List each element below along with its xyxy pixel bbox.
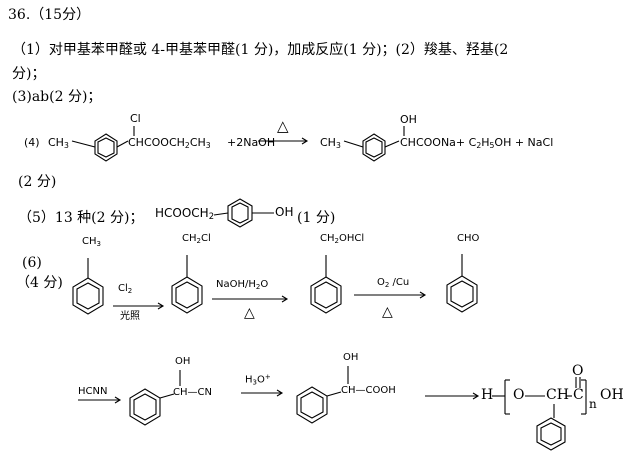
- mandelic-acid-ch-cooh: CH—COOH: [341, 385, 396, 396]
- arrow-polymerization-head: [472, 392, 480, 400]
- benzene-ring-benzaldehyde: [446, 275, 478, 313]
- arrow-oxidation-head: [419, 291, 427, 299]
- benzaldehyde-cho: CHO: [457, 233, 480, 244]
- bond-ch3-ring: [71, 140, 96, 148]
- part6-points: （4 分): [16, 275, 63, 291]
- benzene-ring-reactant: [94, 133, 118, 162]
- arrow-hydrolysis-nitrile-head: [276, 389, 284, 397]
- bond-cyanohydrin-ring: [159, 393, 175, 399]
- part5-text: （5）13 种(2 分)；: [18, 210, 144, 226]
- benzene-ring-benzyl-alcohol: [310, 276, 342, 314]
- part5-oh: OH: [275, 205, 294, 219]
- part3-text: (3)ab(2 分)；: [12, 89, 102, 105]
- product-oh: OH: [400, 113, 417, 126]
- polymer-n: n: [589, 397, 597, 411]
- benzyl-alcohol: CH2OHCl: [320, 233, 365, 245]
- bond-mandelic-ring: [326, 391, 342, 397]
- cyanohydrin-ch-cn: CH—CN: [173, 387, 212, 398]
- benzene-ring-cyanohydrin: [129, 388, 161, 426]
- polymer-ch: CH: [546, 387, 569, 403]
- polymer-o: O: [513, 387, 525, 403]
- arrow-chlorination-head: [157, 302, 165, 310]
- benzene-ring-polymer: [536, 417, 566, 451]
- bond-part5-left: [213, 212, 229, 216]
- naoh-reagent: +2NaOH: [227, 136, 276, 149]
- benzene-ring-toluene: [72, 277, 104, 315]
- heat-symbol-2: △: [382, 304, 393, 320]
- part4-points: (2 分): [18, 174, 57, 190]
- mandelic-acid-oh: OH: [343, 352, 359, 363]
- product-chain: CHCOONa+ C2H5OH + NaCl: [400, 136, 554, 150]
- bond-product-ch: [384, 140, 400, 148]
- reactant-chain: CHCOOCH2CH3: [128, 136, 211, 150]
- part1-line2: 分)；: [12, 66, 46, 82]
- toluene-ch3: CH3: [82, 236, 101, 248]
- product-ch3: CH3: [320, 136, 341, 150]
- bond-ring-ch: [116, 140, 129, 148]
- cyanohydrin-oh: OH: [175, 356, 191, 367]
- heat-symbol-part4: △: [277, 117, 289, 135]
- arrow-hydrolysis-head: [281, 295, 289, 303]
- heat-symbol-1: △: [244, 305, 255, 321]
- hcnn-reagent: HCNN: [78, 386, 108, 397]
- reactant-cl: Cl: [130, 112, 141, 125]
- o2-cu-reagent: O2 /Cu: [377, 277, 410, 289]
- part1-line1: （1）对甲基苯甲醛或 4-甲基苯甲醛(1 分)，加成反应(1 分)；(2）羧基、…: [12, 42, 509, 58]
- cl2-reagent: Cl2: [118, 283, 133, 295]
- polymer-oh: OH: [600, 387, 624, 403]
- h3o-reagent: H3O+: [245, 373, 271, 387]
- polymer-h: H: [481, 387, 494, 403]
- naoh-h2o-reagent: NaOH/H2O: [216, 279, 269, 291]
- question-number: 36.（15分）: [8, 7, 91, 23]
- part4-label: (4): [24, 136, 40, 149]
- part6-label: (6): [22, 255, 42, 271]
- benzene-ring-product: [362, 133, 386, 162]
- benzene-ring-mandelic-acid: [296, 386, 328, 424]
- bond-product-ch3: [343, 140, 364, 148]
- light-condition: 光照: [120, 311, 140, 322]
- arrow-part4-head: [301, 137, 309, 145]
- benzene-ring-benzyl-chloride: [171, 276, 203, 314]
- part5-points: (1 分): [297, 210, 336, 226]
- reactant-ch3: CH3: [48, 136, 69, 150]
- polymer-carbonyl-o: O: [572, 363, 584, 379]
- benzene-ring-part5: [227, 198, 253, 228]
- benzyl-chloride: CH2Cl: [182, 233, 211, 245]
- polymer-c: C: [573, 387, 584, 403]
- arrow-hcn-addition-head: [114, 396, 122, 404]
- part5-formula: HCOOCH2: [155, 206, 215, 222]
